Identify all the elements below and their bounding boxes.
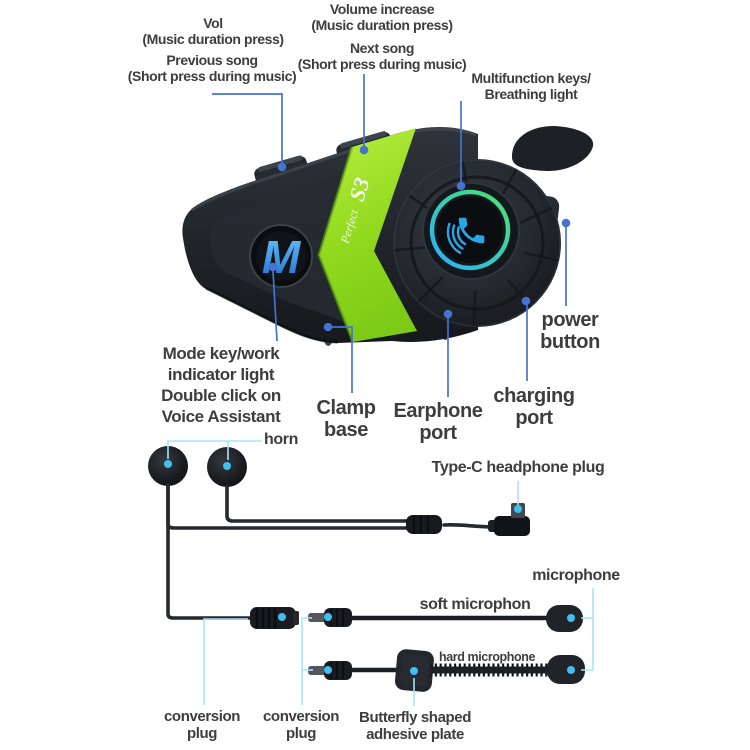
green-stripe-edge xyxy=(317,146,355,343)
label-conversion-plug-1: conversion plug xyxy=(163,708,241,742)
callout-conversion1-line xyxy=(203,618,248,705)
callout-horn-line xyxy=(167,440,262,460)
signal-waves-icon xyxy=(446,222,467,254)
multifunction-button xyxy=(422,182,520,280)
callout-mode-key-line xyxy=(272,270,278,342)
body-bottom-shadow xyxy=(205,286,339,344)
label-vol: Vol (Music duration press) xyxy=(142,15,284,47)
soft-mic-head xyxy=(546,605,583,632)
callout-lines-cyan xyxy=(167,440,594,706)
headset-unit: Perfect S3 xyxy=(182,126,594,346)
label-soft-microphone: soft microphon xyxy=(419,596,531,613)
cable-sleeve xyxy=(406,515,442,534)
label-mode-key: Mode key/work indicator light Double cli… xyxy=(161,344,281,426)
label-clamp-base: Clamp base xyxy=(316,397,376,441)
label-microphone: microphone xyxy=(532,567,620,584)
conversion-plug-male-2 xyxy=(308,661,352,680)
callout-dots-blue xyxy=(268,145,571,332)
label-multifunction: Multifunction keys/ Breathing light xyxy=(471,70,591,102)
label-conversion-plug-2: conversion plug xyxy=(262,708,340,742)
label-butterfly-plate: Butterfly shaped adhesive plate xyxy=(359,709,471,743)
conversion-plug-male-1 xyxy=(308,608,352,627)
type-c-plug xyxy=(488,503,530,536)
label-hard-microphone: hard microphone xyxy=(438,650,536,664)
green-stripe xyxy=(319,128,417,342)
callout-clamp-line xyxy=(330,326,353,393)
hard-mic-head xyxy=(547,655,585,684)
label-type-c-plug: Type-C headphone plug xyxy=(431,459,605,476)
cable-assembly xyxy=(148,446,585,692)
label-charging-port: charging port xyxy=(493,385,575,429)
callout-microphone-line xyxy=(581,588,594,671)
callout-conversion2-line xyxy=(301,617,313,705)
label-earphone-port: Earphone port xyxy=(393,400,483,444)
label-volume-increase: Volume increase (Music duration press) xyxy=(311,1,453,33)
label-previous-song: Previous song (Short press during music) xyxy=(127,52,297,84)
breathing-light-ring xyxy=(429,189,511,271)
mode-key-letter: M xyxy=(262,231,302,283)
mode-button: M xyxy=(249,224,313,288)
phone-icon xyxy=(446,217,485,254)
fin xyxy=(511,126,594,172)
label-next-song: Next song (Short press during music) xyxy=(297,40,467,72)
callout-vol-line xyxy=(212,93,283,164)
label-horn: horn xyxy=(264,431,298,448)
conversion-plug-female xyxy=(250,607,299,629)
label-power-button: power button xyxy=(540,309,600,353)
callout-lines-blue xyxy=(212,74,567,397)
callout-dots-cyan xyxy=(164,460,575,675)
